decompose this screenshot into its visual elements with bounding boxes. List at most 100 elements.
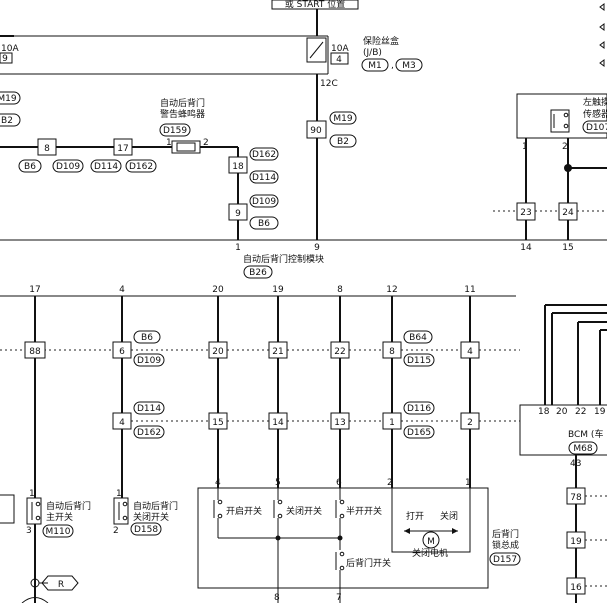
pin-23-number: 23 [520,208,531,218]
latch-switch-open: 开启开关 [226,505,262,517]
latch-title-2: 锁总成 [492,539,519,551]
row3-pin-2-text: 2 [467,418,473,428]
row2-pin-22 [330,341,350,359]
pin-17-number: 17 [117,144,128,154]
left-conn-b [0,113,21,127]
motor-frame [391,487,471,553]
motor-icon [422,531,440,549]
touch-sensor-pin-a: 1 [522,142,528,152]
fuse-box-sub: (J/B) [363,48,382,58]
row3-pin-4-text: 4 [119,418,125,428]
fuse-left-number-box [0,52,13,64]
buzzer-inner [176,142,196,152]
pin-90-box [306,120,327,139]
bcm-conn [568,441,598,455]
row2-pin-22-text: 22 [334,347,345,357]
row3-pin-14-text: 14 [272,418,284,428]
row2-pin-8-text: 8 [389,347,395,357]
row3-pin-4 [112,412,132,430]
bcm-pin-20: 20 [556,407,568,417]
pin-8-conn-a-text: B6 [24,162,36,172]
latch-pin-1: 1 [465,478,471,488]
row2-conn-d115 [403,353,435,367]
module-top-pin-14: 14 [520,243,532,253]
pin-8-conn-b-text: D109 [56,162,80,172]
fuse-terminal: 12C [320,79,338,89]
fuse-box-title: 保险丝盒 [363,35,399,47]
left-conn-a-text: M19 [0,94,17,104]
row2-conn-b64-text: B64 [409,333,427,343]
pin-90-conn-b-text: B2 [337,137,349,147]
left-conn-b-text: B2 [1,116,13,126]
row2-pin-88 [24,341,46,359]
latch-pin-4: 4 [215,478,221,488]
main-switch-label-2: 主开关 [46,511,73,523]
motor-open-label: 打开 [406,510,424,522]
pin-17-conn-b-text: D162 [129,162,153,172]
motor-close-label: 关闭 [440,510,458,522]
module-top-pin-9: 9 [314,243,320,253]
latch-switch-close: 关闭开关 [286,505,322,517]
row2-conn-d109-text: D109 [137,356,161,366]
pin-24-number: 24 [562,208,574,218]
pin-18-number: 18 [232,162,244,172]
row2-conn-d109 [133,353,165,367]
pin-9-conn-b-text: B6 [258,219,270,229]
pin-17-conn-a [90,159,122,173]
row3-conn-d162 [133,425,165,439]
row3-conn-d165-text: D165 [407,428,431,438]
pin-17-conn-a-text: D114 [94,162,118,172]
row3-pin-1 [382,412,402,430]
close-switch-label-1: 自动后背门 [133,500,178,512]
main-switch-label-1: 自动后背门 [46,500,91,512]
row2-pin-21-text: 21 [272,347,283,357]
close-switch-conn-text: D158 [134,525,158,535]
pin-9-conn-b [249,216,279,230]
module-bottom-pin-20: 20 [212,285,224,295]
main-switch-pin-b: 3 [26,526,32,536]
row2-pin-21 [268,341,288,359]
close-switch-pin-a: 1 [116,489,122,499]
module-bottom-pin-4: 4 [119,285,125,295]
close-switch-label-2: 关闭开关 [133,511,169,523]
pin-8-conn-b [52,159,84,173]
latch-bottom-pin-8: 8 [274,593,280,603]
row3-conn-d162-text: D162 [137,428,161,438]
bcm-label: BCM (车 [568,428,603,440]
fuse-left-rating: 10A [1,44,19,54]
row2-pin-88-text: 88 [29,347,41,357]
row3-pin-14 [268,412,288,430]
pin-90-conn-a-text: M19 [333,114,352,124]
module-title: 自动后背门控制模块 [243,253,324,265]
close-switch-symbol [113,497,129,525]
bcm-stack-19-text: 19 [570,537,582,547]
touch-sensor-conn [582,120,607,134]
module-bottom-pin-19: 19 [272,285,284,295]
pin-90-conn-a [329,111,357,125]
buzzer-conn [159,123,191,137]
row3-conn-d114-text: D114 [137,404,161,414]
row2-conn-b6-text: B6 [141,333,153,343]
svg-text:,: , [391,61,394,71]
fuse-box-conn-a [361,58,389,72]
row2-pin-20 [208,341,228,359]
latch-conn-text: D157 [493,555,517,565]
fuse-main-number: 4 [336,55,342,65]
pin-9-number: 9 [235,209,241,219]
latch-bottom-pin-7: 7 [336,593,342,603]
edge-arrow-icons [599,3,605,67]
buzzer-label-2: 警告蜂鸣器 [160,108,205,120]
row3-conn-d114 [133,401,165,415]
row3-pin-13-text: 13 [334,418,345,428]
fuse-box-conn-b-text: M3 [402,61,416,71]
left-partial-box [0,494,15,524]
buzzer-pin-right: 2 [203,138,209,148]
latch-pin-2: 2 [387,478,393,488]
touch-sensor-label-1: 左触摸 [583,96,607,108]
row3-pin-2 [460,412,480,430]
left-conn-a [0,91,21,105]
module-bottom-pin-12: 12 [386,285,397,295]
row3-pin-15 [208,412,228,430]
latch-pin-6: 6 [336,478,342,488]
relay-tag [41,575,79,591]
